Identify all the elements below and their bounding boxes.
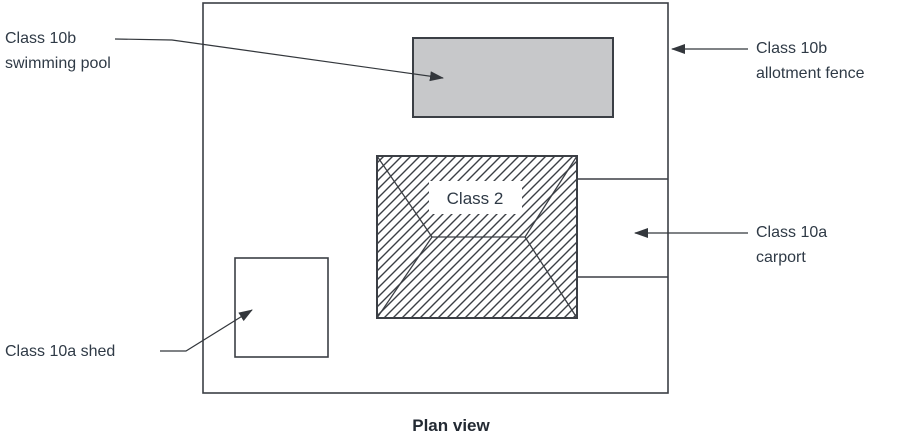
pool-leader-arrow xyxy=(114,38,444,82)
fence-label-line2: allotment fence xyxy=(756,65,865,82)
pool-label-line2: swimming pool xyxy=(5,55,111,72)
hip-roof-lines xyxy=(376,155,578,319)
carport-label-line2: carport xyxy=(756,249,806,266)
carport-label: Class 10a carport xyxy=(756,220,827,270)
swimming-pool-rect xyxy=(412,37,614,118)
house-label: Class 2 xyxy=(447,189,504,208)
house-label-box xyxy=(429,181,522,214)
pool-label-line1: Class 10b xyxy=(5,30,77,47)
shed-label: Class 10a shed xyxy=(5,343,116,360)
pool-label: Class 10b swimming pool xyxy=(5,26,111,76)
fence-label-line1: Class 10b xyxy=(756,40,828,57)
shed-rect xyxy=(234,257,329,358)
carport-label-line1: Class 10a xyxy=(756,224,828,241)
shed-leader-arrow xyxy=(160,309,253,352)
fence-label: Class 10b allotment fence xyxy=(756,36,865,86)
plan-view-caption: Plan view xyxy=(412,416,490,435)
